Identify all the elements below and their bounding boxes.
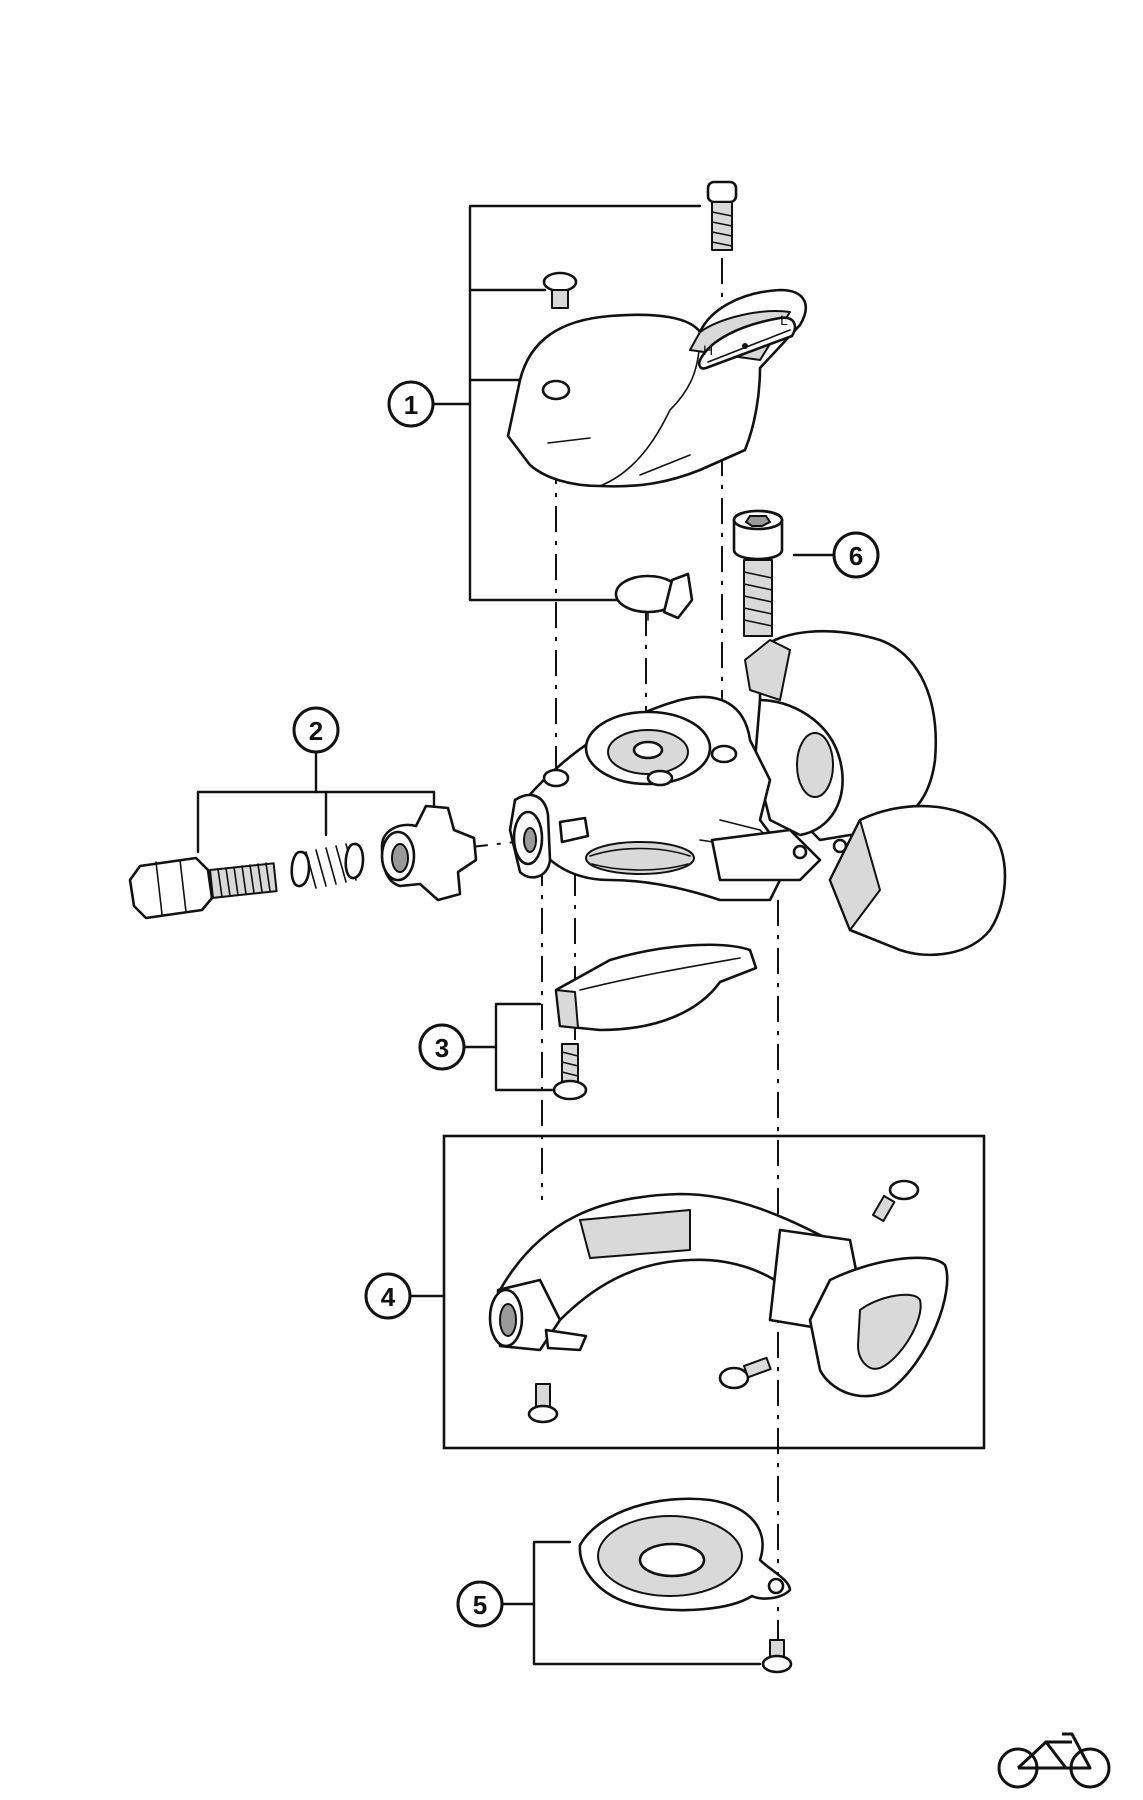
screw-head — [888, 1179, 920, 1201]
top-cover: H L — [506, 288, 807, 488]
clamp-eye-hole — [499, 1303, 517, 1337]
release-paddle — [828, 804, 1007, 957]
callout-label: 5 — [473, 1590, 487, 1620]
drum-center — [632, 740, 664, 760]
bracket-top-screw — [872, 1179, 920, 1223]
callout-5: 5 — [456, 1580, 504, 1628]
lever-socket-recess — [796, 732, 834, 798]
cover-screw-hole — [541, 379, 571, 401]
band-bracket-inner — [579, 1209, 691, 1259]
screw-thread — [711, 211, 733, 247]
bolt-hex-edge — [155, 861, 163, 915]
screw-shank — [872, 1195, 896, 1223]
bolt-hex-edge — [179, 859, 187, 913]
adjuster-lock-nut — [380, 804, 478, 902]
cover-screw — [542, 271, 578, 309]
indicator-scale-line — [707, 329, 791, 363]
body-screw-hole — [710, 744, 738, 764]
callout-3: 3 — [418, 1023, 466, 1071]
cover-detail-line — [639, 454, 691, 476]
callout-circle — [387, 380, 435, 428]
screw-head — [718, 1366, 750, 1390]
indicator-high-label: H — [703, 342, 713, 358]
callout-6: 6 — [832, 531, 880, 579]
callout-label: 4 — [381, 1282, 396, 1312]
part-6-clamp-bolt: 6 — [732, 509, 880, 637]
screw-shank — [743, 1356, 772, 1379]
lower-cover-screw — [552, 1043, 588, 1101]
spring-coils — [305, 843, 357, 889]
part-2-cable-adjuster-assembly: 2 — [128, 706, 478, 920]
bracket-handle-opening — [857, 1293, 922, 1370]
pawl-pivot — [832, 838, 848, 854]
indicator-dot — [742, 343, 748, 349]
lever-housing-top — [744, 639, 791, 701]
screw-head — [552, 1079, 588, 1101]
callout-label: 3 — [435, 1033, 449, 1063]
lower-cover — [554, 943, 758, 1032]
lower-cover-end — [555, 989, 579, 1029]
callout-label: 2 — [309, 716, 323, 746]
cover-edge — [599, 331, 701, 487]
bottom-cap-screw — [761, 1639, 793, 1674]
callout-2: 2 — [292, 706, 340, 754]
long-screw — [706, 180, 738, 251]
part-1-top-cover-assembly: H L 1 — [387, 180, 807, 621]
bracket-bottom-screw — [527, 1383, 559, 1424]
bottom-cap-center — [638, 1542, 706, 1578]
indicator-low-label: L — [780, 312, 788, 328]
callout-circle — [456, 1580, 504, 1628]
ratchet-spring-coil — [589, 847, 691, 871]
screw-head — [542, 271, 578, 293]
main-shifter-body — [508, 630, 1007, 957]
pivot-cap — [614, 572, 694, 621]
screw-head — [527, 1404, 559, 1424]
bolt-hex-socket — [744, 515, 772, 527]
gear-indicator-window: H L — [697, 312, 797, 370]
screw-thread — [561, 1051, 579, 1077]
screw-head — [706, 180, 738, 204]
callout-label: 1 — [404, 390, 418, 420]
pawl-plate — [710, 828, 822, 882]
adjuster-bolt — [128, 856, 278, 920]
callout-circle — [418, 1023, 466, 1071]
release-paddle-side — [829, 819, 881, 931]
callout-label: 6 — [849, 541, 863, 571]
part-5-bottom-cap-assembly: 5 — [456, 1497, 793, 1674]
bracket-side-screw — [718, 1356, 772, 1390]
spring-end-coil — [290, 850, 311, 888]
nut-bore-hole — [391, 843, 409, 873]
clamp-tab — [544, 1328, 588, 1352]
lower-cover-edge — [579, 957, 741, 991]
cap-tab — [662, 572, 694, 620]
bicycle-icon — [997, 1732, 1111, 1789]
drum-pin — [646, 769, 674, 787]
part-3-lower-cover-assembly: 3 — [418, 943, 758, 1101]
bolt-thread — [217, 862, 271, 898]
front-boss-hole — [523, 827, 537, 853]
callout-1: 1 — [387, 380, 435, 428]
part-4-band-bracket-assembly: 4 — [364, 1134, 986, 1450]
spring-end-coil — [344, 842, 365, 880]
cable-guide-tab — [558, 816, 590, 844]
cover-detail-line — [547, 437, 591, 444]
bottom-cap-hole — [767, 1577, 785, 1595]
part-4-frame — [442, 1134, 986, 1450]
callout-circle — [292, 706, 340, 754]
callout-circle — [364, 1272, 412, 1320]
screw-shank — [551, 289, 569, 309]
bracket-part-3 — [494, 1002, 554, 1092]
callout-circle — [832, 531, 880, 579]
callout-4: 4 — [364, 1272, 412, 1320]
body-screw-hole — [542, 768, 570, 788]
pawl-pivot — [792, 844, 808, 860]
bolt-hex-head — [128, 856, 214, 920]
screw-head — [761, 1654, 793, 1674]
adjuster-spring — [290, 842, 365, 889]
logo-frame — [1016, 1732, 1092, 1770]
bolt-thread — [743, 571, 773, 627]
